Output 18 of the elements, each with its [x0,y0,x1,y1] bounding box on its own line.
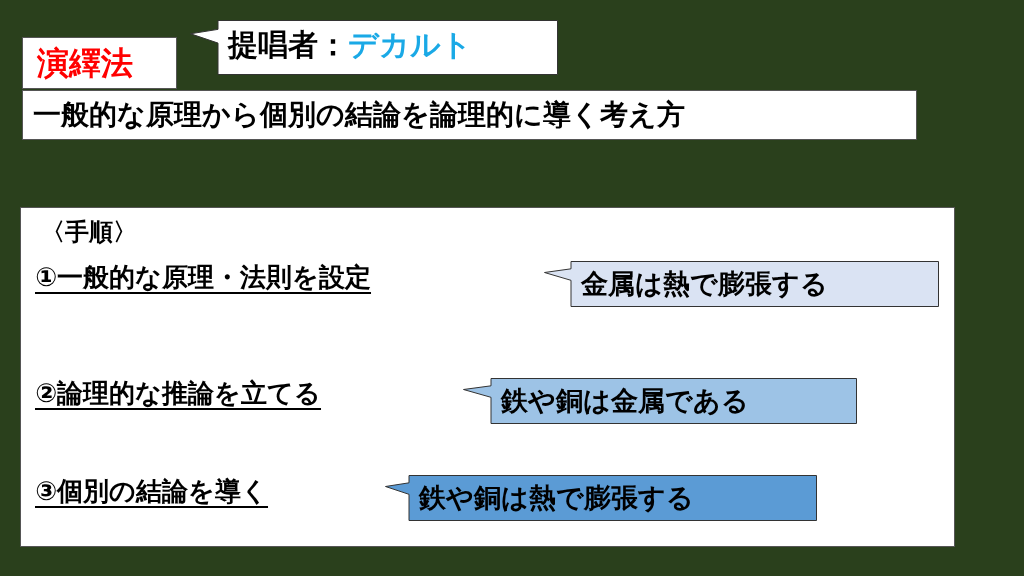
speech-bubble [544,261,939,307]
example-text: 鉄や銅は熱で膨張する [419,482,694,513]
definition-text: 一般的な原理から個別の結論を論理的に導く考え方 [33,97,685,133]
speech-bubble [190,20,558,75]
label-text: 提唱者： [228,27,348,62]
section-heading: 〈手順〉 [41,217,137,248]
step-heading: ③個別の結論を導く [35,475,268,508]
panel [20,207,955,547]
title-text: 演繹法 [37,43,133,84]
example-text: 金属は熱で膨張する [581,268,828,299]
name-text: デカルト [348,27,472,62]
step-heading: ①一般的な原理・法則を設定 [35,261,371,294]
speech-bubble [463,378,857,424]
text-box [22,90,917,140]
example-text: 鉄や銅は金属である [501,385,749,416]
speech-bubble [385,475,817,521]
text-box [22,37,177,89]
step-heading: ②論理的な推論を立てる [35,377,321,410]
